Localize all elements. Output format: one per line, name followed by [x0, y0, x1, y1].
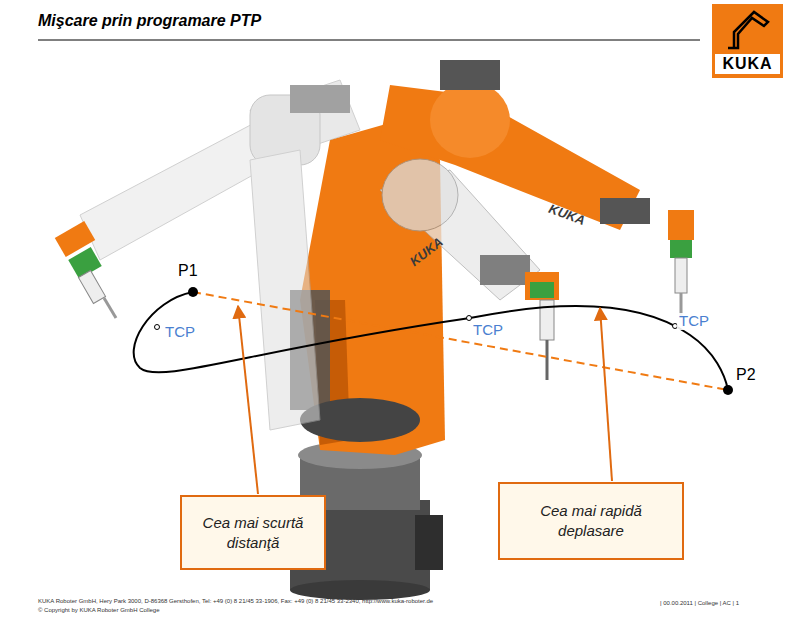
tcp-label: TCP	[677, 313, 711, 330]
footer-text: © Copyright by KUKA Roboter GmbH College	[38, 607, 159, 614]
callout-leader	[238, 306, 258, 494]
title-rule	[38, 40, 700, 41]
logo-robot-icon	[712, 4, 783, 54]
logo-text: KUKA	[715, 54, 780, 74]
tool-right	[668, 210, 694, 318]
tcp-label: TCP	[163, 324, 197, 341]
footer-text: | 00.00.2011 | College | AC | 1	[660, 600, 739, 607]
callout-text: Cea mai scurtă distanţă	[190, 513, 316, 553]
tcp-label: TCP	[471, 322, 505, 339]
callout-leader	[600, 308, 612, 481]
point-dot	[723, 385, 733, 395]
ghost-arm-middle	[380, 159, 540, 300]
point-label: P2	[736, 366, 756, 384]
footer-text: KUKA Roboter GmbH, Hery Park 3000, D-863…	[38, 598, 433, 605]
ptp-actual-path	[134, 292, 728, 390]
slide-title: Mişcare prin programare PTP	[38, 12, 261, 30]
callout-box: Cea mai scurtă distanţă	[180, 495, 326, 570]
tool-left	[55, 221, 116, 318]
tool-middle	[525, 272, 559, 380]
robot-arm-orange	[380, 60, 650, 230]
ptp-straight-path	[193, 292, 728, 390]
point-dot	[188, 287, 198, 297]
tcp-dot	[467, 316, 472, 321]
callout-box: Cea mai rapidă deplasare	[498, 482, 684, 560]
point-label: P1	[178, 262, 198, 280]
company-logo: KUKA	[712, 4, 783, 78]
ghost-arm-left	[80, 80, 360, 430]
callout-text: Cea mai rapidă deplasare	[508, 501, 674, 541]
tcp-dot	[155, 325, 160, 330]
